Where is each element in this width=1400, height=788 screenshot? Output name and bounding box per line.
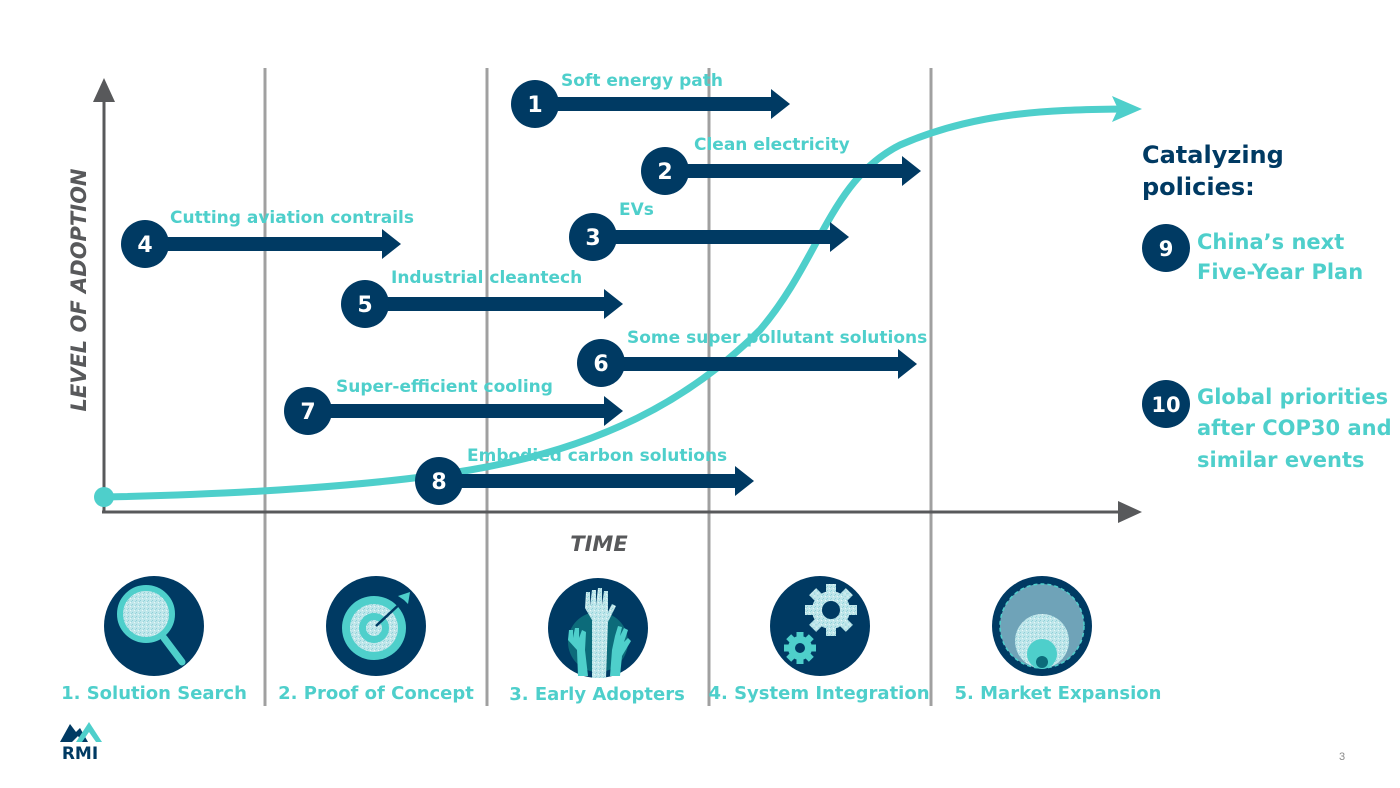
- solution-number: 1: [527, 93, 542, 118]
- solution-label: Industrial cleantech: [391, 268, 582, 288]
- policy-line: China’s next: [1197, 230, 1344, 254]
- solution-2: 2 Clean electricity: [641, 135, 921, 195]
- policy-item: 10 Global priorities after COP30 and sim…: [1142, 380, 1392, 472]
- arrowhead: [735, 466, 754, 496]
- stage-1: 1. Solution Search: [61, 576, 247, 704]
- solution-number: 5: [357, 293, 372, 318]
- policy-item: 9 China’s next Five-Year Plan: [1142, 224, 1363, 284]
- solution-7: 7 Super-efficient cooling: [284, 377, 623, 435]
- stage-2: 2. Proof of Concept: [278, 576, 474, 704]
- stage-label: 5. Market Expansion: [955, 683, 1162, 704]
- policies-title-line2: policies:: [1142, 173, 1255, 201]
- solution-number: 3: [585, 226, 600, 251]
- stage-label: 4. System Integration: [708, 683, 929, 704]
- stage-label: 1. Solution Search: [61, 683, 247, 704]
- y-axis-label: LEVEL OF ADOPTION: [67, 168, 91, 411]
- solution-number: 6: [593, 352, 608, 377]
- s-curve-start-dot: [94, 487, 114, 507]
- arrowhead: [604, 396, 623, 426]
- number-badge: [415, 457, 463, 505]
- number-badge: [641, 147, 689, 195]
- number-badge: [1142, 380, 1190, 428]
- adoption-s-curve: [94, 96, 1142, 507]
- arrowhead: [898, 349, 917, 379]
- solution-number: 7: [300, 400, 315, 425]
- x-axis: [102, 501, 1142, 523]
- number-badge: [577, 339, 625, 387]
- gears-icon: [770, 576, 870, 676]
- stage-label: 3. Early Adopters: [509, 684, 685, 705]
- policy-line: after COP30 and: [1197, 416, 1392, 440]
- magnifying-glass-icon: [104, 576, 204, 676]
- logo-text: RMI: [62, 744, 98, 764]
- raised-hands-icon: [548, 578, 648, 678]
- number-badge: [511, 80, 559, 128]
- policy-line: similar events: [1197, 448, 1364, 472]
- solution-label: Cutting aviation contrails: [170, 208, 414, 228]
- solution-4: 4 Cutting aviation contrails: [121, 208, 414, 268]
- arrowhead: [382, 229, 401, 259]
- stage-label: 2. Proof of Concept: [278, 683, 474, 704]
- page-number: 3: [1339, 751, 1345, 763]
- number-badge: [1142, 224, 1190, 272]
- policy-line: Global priorities: [1197, 385, 1388, 409]
- solution-label: Some super pollutant solutions: [627, 328, 927, 348]
- arrowhead: [771, 89, 790, 119]
- number-badge: [341, 280, 389, 328]
- stage-3: 3. Early Adopters: [509, 578, 685, 705]
- stage-5: 5. Market Expansion: [955, 576, 1162, 704]
- y-axis-arrowhead: [93, 78, 115, 102]
- number-badge: [284, 387, 332, 435]
- number-badge: [569, 213, 617, 261]
- expanding-circles-icon: [992, 576, 1092, 676]
- x-axis-arrowhead: [1118, 501, 1142, 523]
- x-axis-label: TIME: [570, 532, 628, 556]
- solution-number: 4: [137, 233, 152, 258]
- policy-number: 9: [1159, 237, 1174, 261]
- arrowhead: [604, 289, 623, 319]
- solution-8: 8 Embodied carbon solutions: [415, 446, 754, 505]
- y-axis: [93, 78, 115, 512]
- policies-title-line1: Catalyzing: [1142, 141, 1284, 169]
- arrowhead: [902, 156, 921, 186]
- solution-5: 5 Industrial cleantech: [341, 268, 623, 328]
- policy-line: Five-Year Plan: [1197, 260, 1363, 284]
- stage-4: 4. System Integration: [708, 576, 930, 704]
- number-badge: [121, 220, 169, 268]
- s-curve-arrowhead: [1112, 96, 1142, 122]
- arrowhead: [830, 222, 849, 252]
- solution-label: Soft energy path: [561, 71, 723, 91]
- solution-label: Super-efficient cooling: [336, 377, 553, 397]
- catalyzing-policies-panel: Catalyzing policies: 9 China’s next Five…: [1142, 141, 1392, 472]
- solution-label: Clean electricity: [694, 135, 850, 155]
- solution-number: 2: [657, 160, 672, 185]
- solution-1: 1 Soft energy path: [511, 71, 790, 128]
- logo-mountain-teal: [76, 722, 102, 742]
- solution-6: 6 Some super pollutant solutions: [577, 328, 927, 387]
- solution-label: Embodied carbon solutions: [467, 446, 727, 466]
- policy-number: 10: [1151, 393, 1180, 417]
- rmi-logo: RMI: [60, 722, 102, 764]
- solution-3: 3 EVs: [569, 200, 849, 261]
- target-icon: [326, 576, 426, 676]
- solution-number: 8: [431, 470, 446, 495]
- solution-label: EVs: [619, 200, 654, 220]
